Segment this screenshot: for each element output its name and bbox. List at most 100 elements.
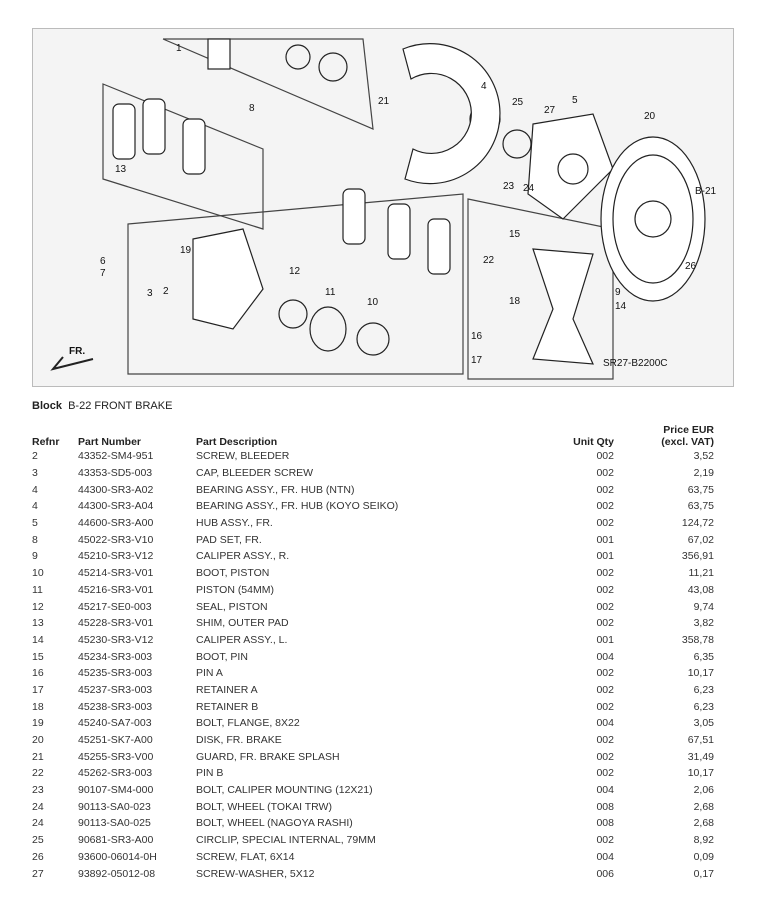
cell-unit-qty: 002 bbox=[596, 450, 614, 463]
cell-unit-qty: 002 bbox=[596, 617, 614, 630]
cell-refnr: 14 bbox=[32, 633, 44, 646]
cell-refnr: 27 bbox=[32, 867, 44, 880]
cell-part-number: 44300-SR3-A02 bbox=[78, 483, 154, 496]
callout-3: 3 bbox=[147, 288, 153, 299]
cell-refnr: 4 bbox=[32, 483, 38, 496]
cell-refnr: 22 bbox=[32, 767, 44, 780]
cell-unit-qty: 002 bbox=[596, 567, 614, 580]
cell-price: 31,49 bbox=[687, 750, 714, 763]
cell-price: 0,09 bbox=[693, 850, 714, 863]
cell-price: 2,19 bbox=[693, 467, 714, 480]
cell-unit-qty: 004 bbox=[596, 717, 614, 730]
cell-part-number: 45255-SR3-V00 bbox=[78, 750, 154, 763]
cell-refnr: 11 bbox=[32, 583, 43, 596]
cell-price: 3,52 bbox=[693, 450, 714, 463]
cell-description: SHIM, OUTER PAD bbox=[196, 617, 289, 630]
cell-unit-qty: 002 bbox=[596, 683, 614, 696]
cell-part-number: 45238-SR3-003 bbox=[78, 700, 153, 713]
cell-part-number: 90107-SM4-000 bbox=[78, 784, 154, 797]
cell-price: 2,68 bbox=[693, 800, 714, 813]
callout-22: 22 bbox=[483, 255, 495, 266]
cell-unit-qty: 008 bbox=[596, 800, 614, 813]
cell-unit-qty: 008 bbox=[596, 817, 614, 830]
cell-refnr: 5 bbox=[32, 517, 38, 530]
callout-18: 18 bbox=[509, 296, 521, 307]
cell-part-number: 43353-SD5-003 bbox=[78, 467, 153, 480]
cell-unit-qty: 002 bbox=[596, 583, 614, 596]
cell-refnr: 23 bbox=[32, 784, 44, 797]
callout-24: 24 bbox=[523, 183, 535, 194]
cell-description: SCREW, BLEEDER bbox=[196, 450, 290, 463]
cell-description: BOOT, PISTON bbox=[196, 567, 270, 580]
cell-price: 43,08 bbox=[687, 583, 714, 596]
cell-unit-qty: 002 bbox=[596, 467, 614, 480]
cell-description: CIRCLIP, SPECIAL INTERNAL, 79MM bbox=[196, 834, 376, 847]
cell-price: 3,82 bbox=[693, 617, 714, 630]
cell-unit-qty: 002 bbox=[596, 517, 614, 530]
cell-part-number: 45240-SA7-003 bbox=[78, 717, 152, 730]
cell-unit-qty: 002 bbox=[596, 750, 614, 763]
cell-description: PAD SET, FR. bbox=[196, 533, 262, 546]
cell-unit-qty: 004 bbox=[596, 784, 614, 797]
cell-part-number: 90113-SA0-025 bbox=[78, 817, 151, 830]
cell-refnr: 24 bbox=[32, 800, 44, 813]
cell-unit-qty: 002 bbox=[596, 767, 614, 780]
callout-11: 11 bbox=[325, 287, 336, 298]
table-header: Refnr Part Number Part Description Unit … bbox=[28, 418, 718, 448]
cell-part-number: 45210-SR3-V12 bbox=[78, 550, 154, 563]
front-direction-label: FR. bbox=[69, 346, 85, 357]
cell-part-number: 45217-SE0-003 bbox=[78, 600, 152, 613]
cell-unit-qty: 002 bbox=[596, 700, 614, 713]
cell-refnr: 21 bbox=[32, 750, 44, 763]
cell-description: RETAINER B bbox=[196, 700, 259, 713]
cell-unit-qty: 002 bbox=[596, 483, 614, 496]
cell-part-number: 44600-SR3-A00 bbox=[78, 517, 154, 530]
callout-9: 9 bbox=[615, 287, 621, 298]
cell-price: 63,75 bbox=[687, 500, 714, 513]
cell-part-number: 45216-SR3-V01 bbox=[78, 583, 154, 596]
cell-part-number: 45234-SR3-003 bbox=[78, 650, 153, 663]
callout-14: 14 bbox=[615, 301, 627, 312]
cell-part-number: 45262-SR3-003 bbox=[78, 767, 153, 780]
cell-unit-qty: 001 bbox=[596, 550, 614, 563]
cell-unit-qty: 002 bbox=[596, 500, 614, 513]
cell-price: 0,17 bbox=[693, 867, 714, 880]
header-description: Part Description bbox=[196, 436, 278, 448]
cell-price: 6,23 bbox=[693, 700, 714, 713]
cell-price: 67,51 bbox=[687, 734, 714, 747]
exploded-parts-diagram: 1 13 8 21 4 25 27 5 20 23 24 B-21 19 6 7… bbox=[32, 28, 734, 387]
cell-part-number: 90113-SA0-023 bbox=[78, 800, 151, 813]
cell-unit-qty: 004 bbox=[596, 650, 614, 663]
cell-part-number: 90681-SR3-A00 bbox=[78, 834, 154, 847]
callout-23: 23 bbox=[503, 181, 515, 192]
cell-part-number: 45235-SR3-003 bbox=[78, 667, 153, 680]
cell-refnr: 4 bbox=[32, 500, 38, 513]
cell-refnr: 16 bbox=[32, 667, 44, 680]
cell-price: 358,78 bbox=[681, 633, 714, 646]
cell-part-number: 93892-05012-08 bbox=[78, 867, 156, 880]
callout-25: 25 bbox=[512, 97, 524, 108]
callout-4: 4 bbox=[481, 81, 487, 92]
cell-price: 8,92 bbox=[693, 834, 714, 847]
callout-21: 21 bbox=[378, 96, 390, 107]
cell-unit-qty: 002 bbox=[596, 600, 614, 613]
cell-part-number: 93600-06014-0H bbox=[78, 850, 157, 863]
cell-description: PIN A bbox=[196, 667, 223, 680]
header-price-line1: Price EUR bbox=[663, 424, 714, 436]
cell-description: PIN B bbox=[196, 767, 224, 780]
cell-refnr: 3 bbox=[32, 467, 38, 480]
